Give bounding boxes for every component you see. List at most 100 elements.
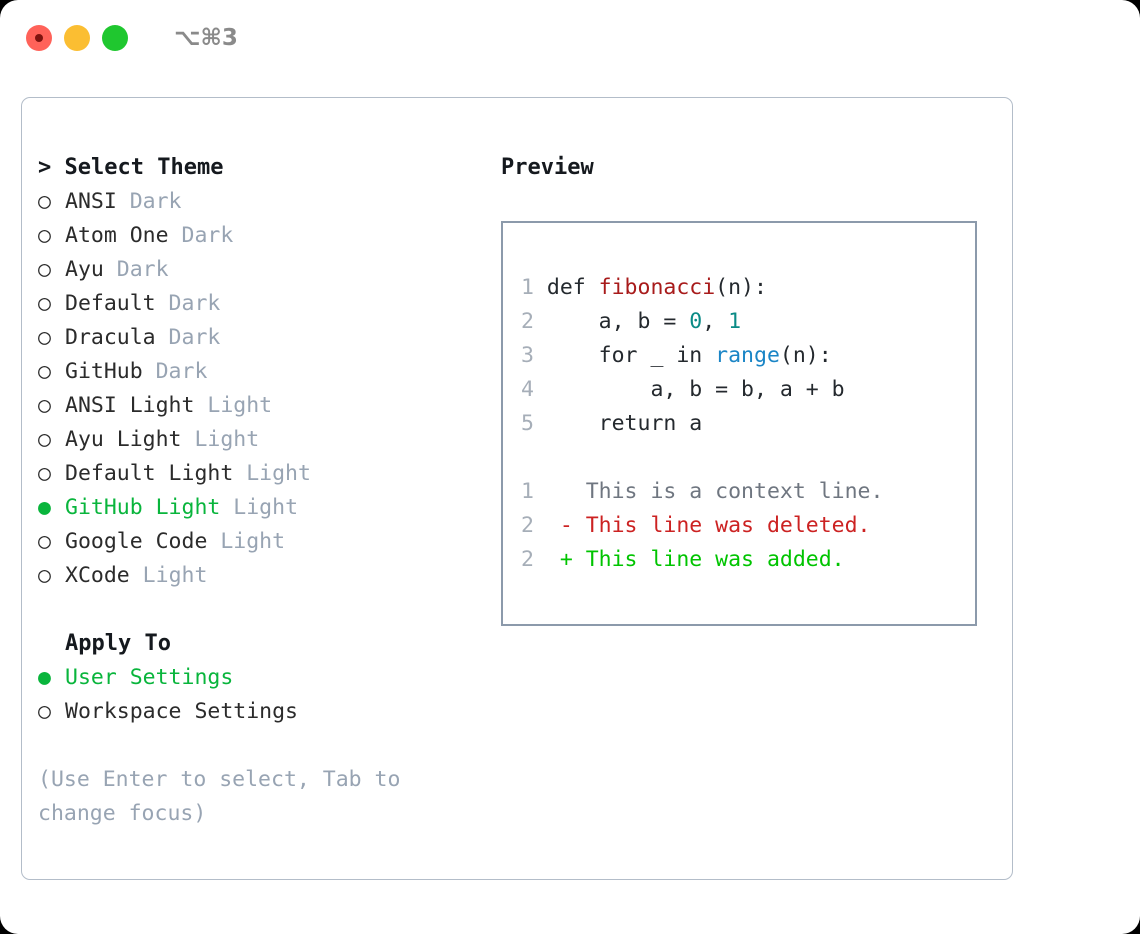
- theme-option-label: Ayu: [65, 257, 104, 282]
- theme-option-label: XCode: [65, 563, 130, 588]
- line-number: 2: [521, 547, 547, 572]
- theme-option-variant-tag: Light: [220, 495, 299, 520]
- code-token: 0: [689, 309, 703, 334]
- theme-option[interactable]: ○ XCode Light: [38, 559, 478, 593]
- code-token: range: [715, 343, 780, 368]
- theme-picker-heading: > Select Theme: [38, 151, 478, 185]
- code-token: (n):: [779, 343, 832, 368]
- diff-line-text: - This line was deleted.: [546, 513, 871, 538]
- line-number: 2: [521, 309, 547, 334]
- keyboard-hint-text: (Use Enter to select, Tab to change focu…: [38, 767, 401, 826]
- section-spacer: [38, 593, 478, 627]
- apply-to-heading-label: Apply To: [65, 631, 171, 656]
- code-line: 1 def fibonacci(n):: [521, 271, 975, 305]
- radio-unselected-icon[interactable]: ○: [38, 563, 51, 588]
- code-token: fibonacci: [598, 275, 716, 300]
- theme-option-label: Default Light: [65, 461, 234, 486]
- code-diff-separator: [521, 441, 975, 475]
- heading-prompt-caret: >: [38, 155, 52, 180]
- theme-option[interactable]: ○ ANSI Dark: [38, 185, 478, 219]
- apply-to-list: ●User Settings ○ Workspace Settings: [38, 661, 478, 729]
- radio-unselected-icon[interactable]: ○: [38, 257, 51, 282]
- code-line: 2 a, b = 0, 1: [521, 305, 975, 339]
- zoom-button[interactable]: [102, 25, 128, 51]
- code-token: def: [546, 275, 599, 300]
- apply-to-heading: Apply To: [38, 627, 478, 661]
- page-title: Select Theme: [64, 155, 224, 180]
- theme-list: ○ ANSI Dark ○ Atom One Dark ○ Ayu Dark ○ Defaul…: [38, 185, 478, 593]
- radio-unselected-icon[interactable]: ○: [38, 393, 51, 418]
- theme-option-variant-tag: Dark: [142, 359, 208, 384]
- code-token: 1: [728, 309, 742, 334]
- radio-unselected-icon[interactable]: ○: [38, 699, 51, 724]
- theme-option-variant-tag: Dark: [116, 189, 182, 214]
- theme-option-label: Default: [65, 291, 156, 316]
- radio-unselected-icon[interactable]: ○: [38, 529, 51, 554]
- diff-line-text: This is a context line.: [546, 479, 884, 504]
- theme-option[interactable]: ○ Default Dark: [38, 287, 478, 321]
- code-line: 5 return a: [521, 407, 975, 441]
- theme-option-variant-tag: Light: [181, 427, 260, 452]
- code-token: (n):: [715, 275, 767, 300]
- theme-option-variant-tag: Dark: [103, 257, 169, 282]
- theme-option-variant-tag: Light: [194, 393, 273, 418]
- diff-line: 2 + This line was added.: [521, 543, 975, 577]
- theme-option-label: ANSI: [65, 189, 117, 214]
- code-token: return a: [546, 411, 703, 436]
- code-line: 3 for _ in range(n):: [521, 339, 975, 373]
- theme-option[interactable]: ○Google Code Light: [38, 525, 478, 559]
- radio-unselected-icon[interactable]: ○: [38, 325, 51, 350]
- radio-unselected-icon[interactable]: ○: [38, 427, 51, 452]
- code-line: 4 a, b = b, a + b: [521, 373, 975, 407]
- line-number: 1: [521, 275, 547, 300]
- apply-to-option[interactable]: ●User Settings: [38, 661, 478, 695]
- theme-option[interactable]: ○ GitHub Dark: [38, 355, 478, 389]
- line-number: 3: [521, 343, 547, 368]
- theme-option-variant-tag: Dark: [155, 325, 221, 350]
- hint-spacer: [38, 729, 478, 763]
- code-token: a, b =: [546, 309, 690, 334]
- theme-picker-column: > Select Theme ○ANSI Dark○Atom One Dark○…: [38, 151, 478, 831]
- line-number: 5: [521, 411, 547, 436]
- apply-to-heading-indent: [38, 627, 65, 661]
- theme-option-variant-tag: Light: [207, 529, 286, 554]
- theme-option-variant-tag: Light: [233, 461, 311, 486]
- preview-column: Preview 1 def fibonacci(n):2 a, b = 0, 1…: [501, 151, 1001, 626]
- theme-option[interactable]: ○ Default Light Light: [38, 457, 478, 491]
- main-panel: > Select Theme ○ANSI Dark○Atom One Dark○…: [21, 97, 1013, 880]
- theme-option-variant-tag: Light: [129, 563, 208, 588]
- theme-option-variant-tag: Dark: [168, 223, 234, 248]
- line-number: 1: [521, 479, 547, 504]
- apply-to-option-label: Workspace Settings: [65, 699, 298, 724]
- radio-selected-icon[interactable]: ●: [38, 495, 51, 520]
- theme-option-label: GitHub Light: [65, 495, 221, 520]
- radio-unselected-icon[interactable]: ○: [38, 223, 51, 248]
- theme-option-label: Atom One: [65, 223, 169, 248]
- radio-unselected-icon[interactable]: ○: [38, 359, 51, 384]
- theme-option-variant-tag: Dark: [155, 291, 221, 316]
- close-button[interactable]: [26, 25, 52, 51]
- theme-option[interactable]: ○Ayu Light Light: [38, 423, 478, 457]
- radio-unselected-icon[interactable]: ○: [38, 291, 51, 316]
- minimize-button[interactable]: [64, 25, 90, 51]
- theme-option-label: Dracula: [65, 325, 156, 350]
- keyboard-shortcut-label: ⌥⌘3: [174, 25, 238, 51]
- radio-unselected-icon[interactable]: ○: [38, 461, 51, 486]
- theme-option[interactable]: ○ Dracula Dark: [38, 321, 478, 355]
- apply-to-option[interactable]: ○ Workspace Settings: [38, 695, 478, 729]
- code-token: ,: [702, 309, 729, 334]
- diff-line: 2 - This line was deleted.: [521, 509, 975, 543]
- theme-option[interactable]: ○ Atom One Dark: [38, 219, 478, 253]
- theme-option[interactable]: ● GitHub Light Light: [38, 491, 478, 525]
- theme-option-label: GitHub: [65, 359, 143, 384]
- diff-line-text: + This line was added.: [546, 547, 845, 572]
- radio-selected-icon[interactable]: ●: [38, 665, 51, 690]
- theme-option[interactable]: ○ Ayu Dark: [38, 253, 478, 287]
- diff-sample: 1 This is a context line. 2 - This line w…: [521, 475, 975, 577]
- theme-option[interactable]: ○ANSI Light Light: [38, 389, 478, 423]
- radio-unselected-icon[interactable]: ○: [38, 189, 51, 214]
- code-token: a, b = b, a + b: [546, 377, 845, 402]
